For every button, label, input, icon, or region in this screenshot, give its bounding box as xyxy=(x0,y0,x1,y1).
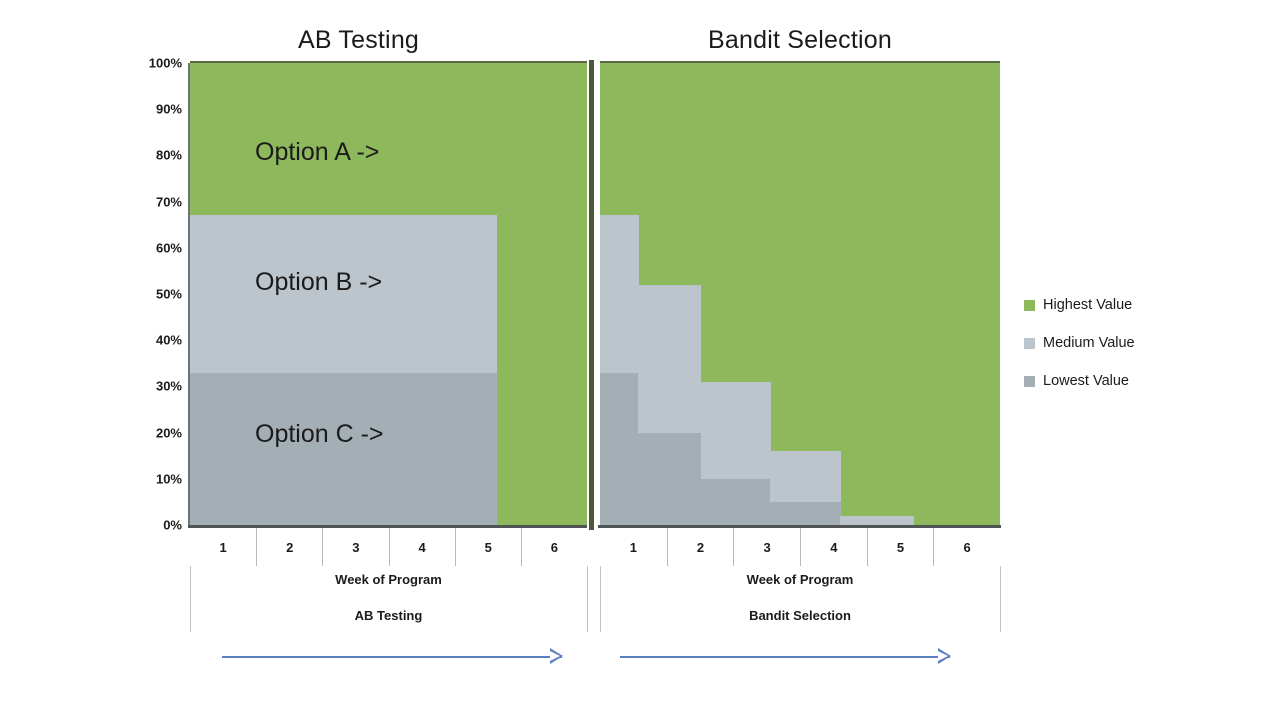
x-axis-tick-label: 5 xyxy=(866,528,934,566)
plot-area-ab-testing-tail xyxy=(527,63,587,525)
y-axis-tick-label: 70% xyxy=(155,194,182,210)
x-axis-category-left: AB Testing xyxy=(354,608,423,623)
x-axis-tick-label: 4 xyxy=(388,528,455,566)
series-band-lowest-value xyxy=(638,432,702,525)
x-axis-tick-label: 6 xyxy=(520,528,587,566)
x-axis-tick-label: 3 xyxy=(322,528,388,566)
legend-swatch-icon xyxy=(1024,337,1035,349)
series-band-lowest-value xyxy=(770,501,841,525)
x-axis-label-right: Week of Program xyxy=(746,572,854,587)
y-axis-tick-label: 30% xyxy=(155,378,182,394)
x-axis-line-left xyxy=(188,525,587,528)
legend-label: Medium Value xyxy=(1043,335,1135,351)
panel-title-bandit-selection: Bandit Selection xyxy=(708,26,892,54)
arrow-line xyxy=(222,656,562,658)
annotation-option-b: Option B -> xyxy=(255,268,383,296)
x-axis-outer-tick xyxy=(1000,566,1001,632)
y-axis-tick-label: 10% xyxy=(155,471,182,487)
legend-swatch-icon xyxy=(1024,375,1035,387)
panel-divider xyxy=(589,60,594,530)
y-axis-tick-label: 0% xyxy=(163,517,182,533)
legend-item: Lowest Value xyxy=(1024,373,1204,389)
x-axis-outer-tick xyxy=(190,566,191,632)
plot-top-border-left xyxy=(190,61,587,64)
legend-label: Highest Value xyxy=(1043,297,1133,313)
legend-item: Highest Value xyxy=(1024,297,1204,313)
x-axis-tick-label: 2 xyxy=(666,528,734,566)
panel-title-ab-testing: AB Testing xyxy=(297,26,420,54)
legend-swatch-icon xyxy=(1024,299,1035,311)
series-band-lowest-value xyxy=(700,478,772,525)
time-progression-arrow-left xyxy=(222,645,563,669)
y-axis: 100% 90% 80% 70% 60% 50% 40% 30% 20% 10% 0% xyxy=(120,55,194,533)
plot-area-ab-testing xyxy=(190,63,527,525)
y-axis-tick-label: 90% xyxy=(155,101,182,117)
annotation-option-c: Option C -> xyxy=(255,420,384,448)
y-axis-tick-label: 50% xyxy=(155,286,182,302)
x-axis-tick-label: 1 xyxy=(219,539,227,555)
x-axis-tick-label: 5 xyxy=(454,528,521,566)
x-axis-tick-label: 4 xyxy=(800,528,867,566)
legend-label: Lowest Value xyxy=(1043,373,1129,389)
arrow-head-icon xyxy=(938,648,951,664)
arrow-line xyxy=(620,656,950,658)
x-axis-outer-tick xyxy=(587,566,588,632)
legend-item: Medium Value xyxy=(1024,335,1204,351)
plot-area-bandit-selection xyxy=(600,63,1000,525)
x-axis-tick-label: 3 xyxy=(733,528,800,566)
y-axis-tick-label: 60% xyxy=(155,240,182,256)
series-band-lowest-value xyxy=(600,372,639,525)
x-axis-tick-label: 1 xyxy=(629,539,637,555)
x-axis-label-left: Week of Program xyxy=(335,572,442,587)
x-axis-line-right xyxy=(598,525,1001,528)
x-axis-category-right: Bandit Selection xyxy=(749,608,851,623)
plot-top-border-right xyxy=(600,61,1000,64)
y-axis-tick-label: 100% xyxy=(148,55,182,71)
x-axis-tick-label: 6 xyxy=(933,528,1000,566)
x-axis-outer-tick xyxy=(600,566,601,632)
y-axis-tick-label: 40% xyxy=(155,332,182,348)
series-band-medium-value xyxy=(840,515,914,525)
series-band-lowest-value xyxy=(190,372,498,525)
y-axis-tick-label: 20% xyxy=(155,425,182,441)
series-band-highest-value xyxy=(527,63,587,525)
y-axis-line xyxy=(188,63,191,528)
arrow-head-icon xyxy=(550,648,563,664)
annotation-option-a: Option A -> xyxy=(255,138,380,166)
time-progression-arrow-right xyxy=(620,645,951,669)
x-axis-tick-label: 2 xyxy=(256,528,322,566)
y-axis-tick-label: 80% xyxy=(155,147,182,163)
